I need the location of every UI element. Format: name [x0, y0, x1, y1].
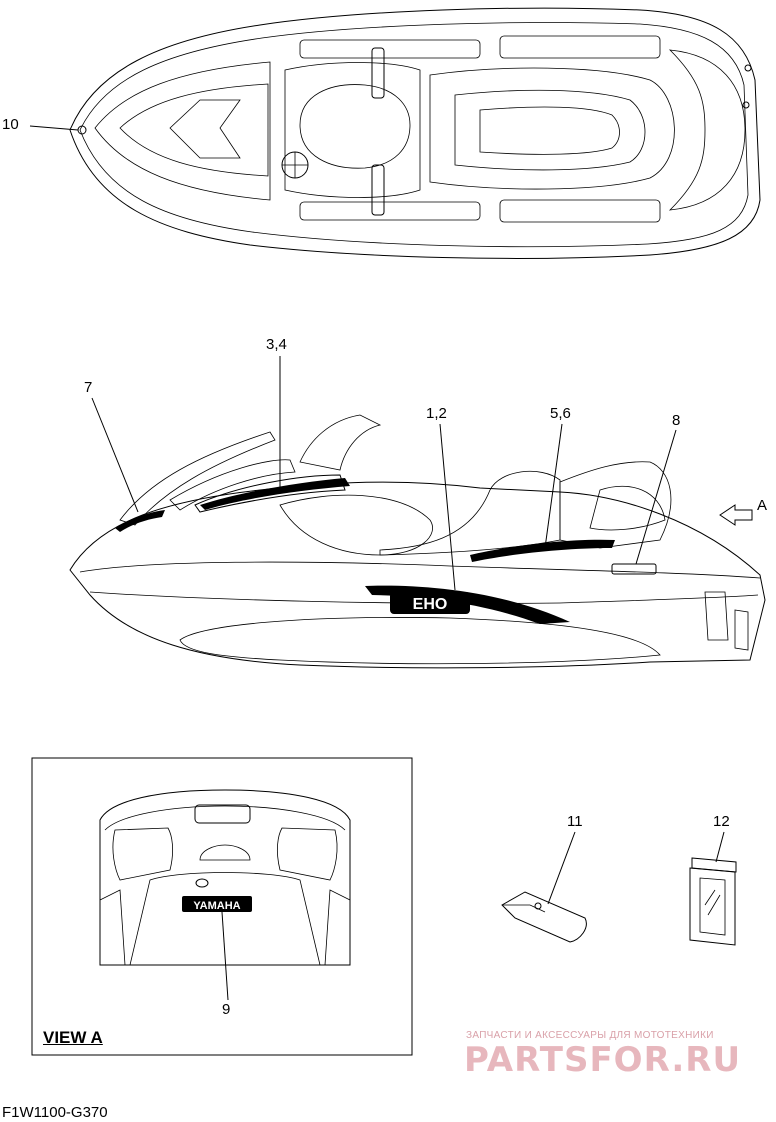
callout-9: 9 [222, 1001, 231, 1018]
callout-5-6: 5,6 [550, 405, 571, 422]
decal-eho [390, 592, 470, 614]
callout-7: 7 [84, 379, 93, 396]
decal-yamaha [182, 896, 252, 912]
leader-9 [221, 911, 229, 1001]
watermark-brand: PARTSFOR.RU [464, 1040, 742, 1080]
leader-12 [715, 831, 725, 863]
view-a-label: VIEW A [43, 1028, 103, 1047]
watermark-tagline: ЗАПЧАСТИ И АКСЕССУАРЫ ДЛЯ МОТОТЕХНИКИ [466, 1030, 714, 1041]
callout-a: A [757, 497, 768, 514]
top-view-watercraft [69, 7, 761, 259]
callout-8: 8 [672, 412, 681, 429]
decal-side-upper [200, 478, 350, 510]
part-11-holder [501, 891, 587, 943]
view-a-frame [31, 757, 413, 1056]
leader-11 [547, 831, 576, 905]
diagram-code: F1W1100-G370 [2, 1104, 108, 1121]
view-a-stern: YAMAHA [99, 789, 351, 966]
callout-3-4: 3,4 [266, 336, 287, 353]
decal-yamaha-text: YAMAHA [193, 900, 240, 912]
part-12-card [689, 857, 737, 946]
callout-1-2: 1,2 [426, 405, 447, 422]
decal-front [115, 510, 165, 532]
leader-5-6 [544, 423, 563, 549]
leader-10 [29, 125, 79, 131]
leader-8 [635, 429, 677, 565]
view-a-arrow [719, 504, 753, 526]
decal-5-6 [470, 539, 615, 562]
leader-7 [91, 397, 139, 513]
leader-1-2 [439, 423, 456, 591]
decal-eho-text: EHO [413, 596, 448, 613]
callout-11: 11 [567, 813, 583, 830]
callout-10: 10 [2, 116, 19, 133]
side-view-watercraft: EHO [69, 414, 766, 669]
decal-8 [611, 563, 657, 575]
callout-12: 12 [713, 813, 730, 830]
